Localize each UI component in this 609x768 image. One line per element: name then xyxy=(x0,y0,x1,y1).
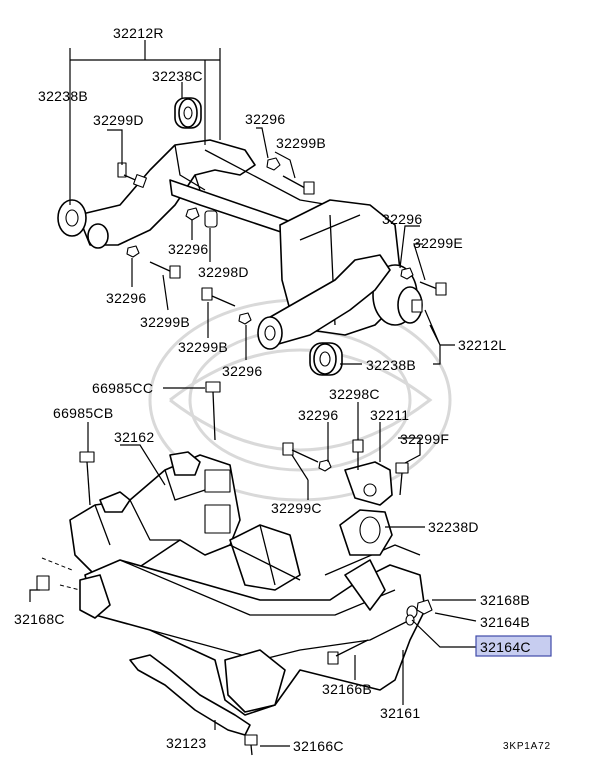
brace-32123 xyxy=(129,654,251,736)
label-32164b[interactable]: 32164B xyxy=(480,614,530,630)
phantom-line xyxy=(41,557,81,591)
label-32166b[interactable]: 32166B xyxy=(322,681,372,697)
highlight-box-32164c xyxy=(475,635,552,657)
label-32238b-lower[interactable]: 32238B xyxy=(366,357,416,373)
label-32168b[interactable]: 32168B xyxy=(480,592,530,608)
nut-32168c xyxy=(36,575,50,591)
differential-support-member-left xyxy=(257,254,391,350)
nut-32296-a xyxy=(266,157,281,171)
label-32238c[interactable]: 32238C xyxy=(152,68,203,84)
label-32298d[interactable]: 32298D xyxy=(198,264,249,280)
label-32299b-left[interactable]: 32299B xyxy=(140,314,190,330)
differential-support-member-right xyxy=(77,139,331,246)
rear-suspension-crossmember-32161 xyxy=(79,524,426,716)
label-32238b-upper[interactable]: 32238B xyxy=(38,88,88,104)
label-32238d[interactable]: 32238D xyxy=(428,519,479,535)
label-32299f[interactable]: 32299F xyxy=(400,431,449,447)
label-32299b-upper[interactable]: 32299B xyxy=(276,135,326,151)
label-66985cb[interactable]: 66985CB xyxy=(53,405,113,421)
rear-suspension-crossmember-32162 xyxy=(69,451,241,581)
bolt-66985cc xyxy=(205,381,221,441)
bolt-32299b-left xyxy=(149,261,181,279)
bushing-32238b-upper xyxy=(57,199,109,249)
label-32299c[interactable]: 32299C xyxy=(271,500,322,516)
label-32212r[interactable]: 32212R xyxy=(113,25,164,41)
bushing-32238d xyxy=(339,509,393,556)
bolt-32299d xyxy=(117,162,147,188)
label-32162[interactable]: 32162 xyxy=(114,429,154,445)
bolt-32166c xyxy=(244,734,258,756)
nut-32168b xyxy=(416,599,433,615)
bolt-32299c xyxy=(282,442,319,463)
label-32123[interactable]: 32123 xyxy=(166,735,206,751)
part-labels: 32212R 32238C 32238B 32299D 32296 32299B… xyxy=(14,25,552,754)
bolt-32166b xyxy=(327,639,369,665)
label-32299e[interactable]: 32299E xyxy=(413,235,463,251)
leader-lines xyxy=(29,40,477,747)
label-32296-b[interactable]: 32296 xyxy=(382,211,422,227)
nut-32296-f xyxy=(318,459,332,472)
label-32211[interactable]: 32211 xyxy=(370,407,409,423)
nut-32296-e xyxy=(238,312,252,325)
bolt-32299f xyxy=(395,462,409,496)
bracket-32211 xyxy=(344,461,393,506)
label-32298c[interactable]: 32298C xyxy=(329,386,380,402)
diagram-code: 3KP1A72 xyxy=(503,741,551,752)
label-32296-d[interactable]: 32296 xyxy=(106,290,146,306)
washer-32164c xyxy=(405,614,415,626)
bolt-66985cb xyxy=(79,451,95,506)
nut-32296-c xyxy=(126,245,140,258)
nut-32296-b xyxy=(185,207,218,228)
bolt-32299b-centre xyxy=(201,287,236,307)
nut-32296-d xyxy=(400,267,414,280)
bushing-32238c xyxy=(174,97,202,129)
label-32296-e[interactable]: 32296 xyxy=(222,363,262,379)
bolt-32299e xyxy=(419,281,447,296)
bushing-32238b-lower xyxy=(309,342,343,376)
label-32161[interactable]: 32161 xyxy=(380,705,420,721)
label-32168c[interactable]: 32168C xyxy=(14,611,65,627)
label-32296-c[interactable]: 32296 xyxy=(168,241,208,257)
bolt-32299b-upper xyxy=(282,175,315,195)
label-32166c[interactable]: 32166C xyxy=(293,738,344,754)
label-32164c[interactable]: 32164C xyxy=(480,639,531,655)
label-32296-f[interactable]: 32296 xyxy=(298,407,338,423)
label-32296-a[interactable]: 32296 xyxy=(245,111,285,127)
label-32299d[interactable]: 32299D xyxy=(93,112,144,128)
label-66985cc[interactable]: 66985CC xyxy=(92,380,153,396)
label-32212l[interactable]: 32212L xyxy=(458,337,507,353)
label-32299b-centre[interactable]: 32299B xyxy=(178,339,228,355)
